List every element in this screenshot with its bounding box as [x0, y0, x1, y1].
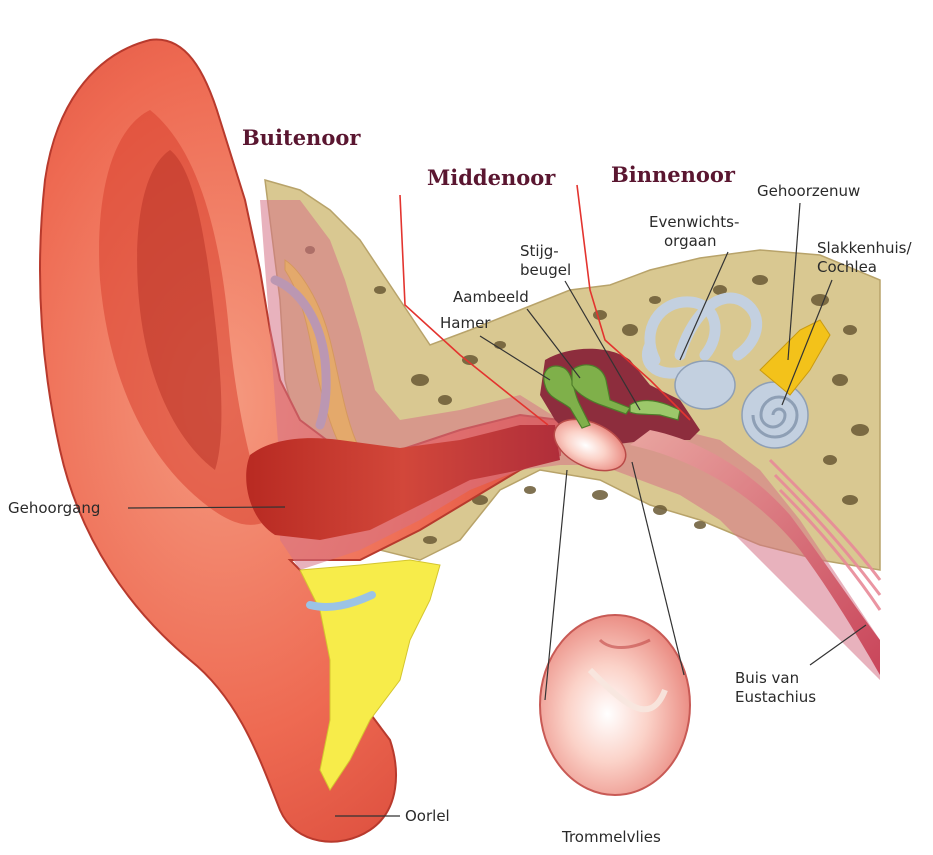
label-cochlea-line1: Slakkenhuis/ [817, 239, 912, 257]
label-anvil: Aambeeld [453, 288, 529, 306]
label-cochlea-line2: Cochlea [817, 258, 877, 276]
label-balance-line1: Evenwichts- [649, 213, 739, 231]
label-stirrup-line2: beugel [520, 261, 571, 279]
label-auditory-nerve: Gehoorzenuw [757, 182, 860, 200]
label-eardrum: Trommelvlies [561, 828, 661, 846]
eardrum-inset [540, 615, 690, 795]
label-balance-line2: orgaan [664, 232, 717, 250]
title-middle-ear: Middenoor [427, 165, 556, 190]
label-earlobe: Oorlel [405, 807, 450, 825]
label-hammer: Hamer [440, 314, 491, 332]
label-eustachian-line1: Buis van [735, 669, 799, 687]
vestibule [675, 361, 735, 409]
label-stirrup-line1: Stijg- [520, 242, 559, 260]
label-eustachian-line2: Eustachius [735, 688, 816, 706]
label-ear-canal: Gehoorgang [8, 499, 100, 517]
title-inner-ear: Binnenoor [611, 162, 736, 187]
title-outer-ear: Buitenoor [242, 125, 361, 150]
cochlea [742, 382, 808, 448]
